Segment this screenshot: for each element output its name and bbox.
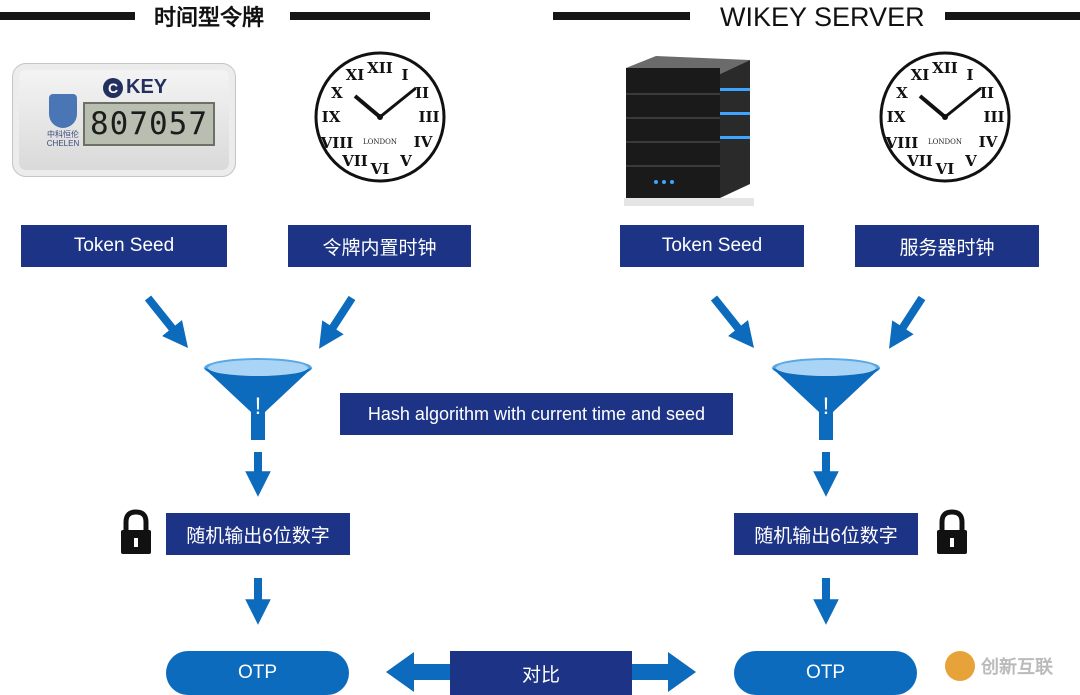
arrow-icon: [710, 295, 754, 348]
header-line: [553, 12, 690, 20]
svg-text:X: X: [896, 84, 908, 102]
svg-text:VII: VII: [906, 152, 933, 170]
token-brand-c: C: [103, 77, 123, 98]
lock-icon: [937, 509, 967, 554]
svg-text:V: V: [964, 152, 977, 170]
right-clock-label: 服务器时钟: [855, 225, 1039, 267]
right-title: WIKEY SERVER: [720, 2, 925, 32]
svg-text:VIII: VIII: [885, 134, 919, 152]
svg-text:IX: IX: [887, 108, 906, 126]
svg-text:XI: XI: [346, 66, 365, 84]
right-token-seed-label: Token Seed: [620, 225, 804, 267]
right-output-label: 随机输出6位数字: [734, 513, 918, 555]
watermark: 创新互联: [945, 651, 1053, 681]
svg-text:XII: XII: [932, 59, 958, 77]
svg-text:!: !: [823, 393, 830, 420]
svg-text:V: V: [399, 152, 412, 170]
left-output-label: 随机输出6位数字: [166, 513, 350, 555]
token-maker-en: CHELEN: [46, 139, 80, 148]
svg-text:IX: IX: [322, 108, 341, 126]
arrow-icon: [144, 295, 188, 348]
compare-arrow-right: [668, 652, 696, 692]
header-line: [0, 12, 135, 20]
token-display: 807057: [83, 102, 215, 146]
svg-text:I: I: [401, 66, 408, 84]
compare-label: 对比: [450, 651, 632, 695]
clock-maker: LONDON: [363, 138, 397, 146]
svg-text:X: X: [331, 84, 343, 102]
hash-algorithm-label: Hash algorithm with current time and see…: [340, 393, 733, 435]
funnel-icon: !: [772, 358, 880, 440]
svg-text:III: III: [983, 108, 1004, 126]
left-title: 时间型令牌: [154, 5, 265, 30]
header-line: [290, 12, 430, 20]
token-brand: C KEY: [103, 76, 167, 99]
svg-text:VII: VII: [341, 152, 368, 170]
token-brand-text: KEY: [126, 76, 168, 98]
svg-text:IV: IV: [979, 133, 998, 151]
token-maker: 中科恒伦: [47, 130, 79, 139]
token-device-icon: 中科恒伦 CHELEN C KEY 807057: [12, 63, 236, 177]
funnel-icon: !: [204, 358, 312, 440]
svg-text:II: II: [415, 84, 429, 102]
svg-text:VIII: VIII: [320, 134, 354, 152]
clock-maker: LONDON: [928, 138, 962, 146]
svg-text:VI: VI: [935, 160, 955, 178]
arrow-icon: [319, 295, 356, 349]
watermark-logo-icon: [945, 651, 975, 681]
svg-text:VI: VI: [370, 160, 390, 178]
svg-text:III: III: [418, 108, 439, 126]
svg-text:IV: IV: [414, 133, 433, 151]
svg-text:!: !: [255, 393, 262, 420]
lock-icon: [121, 509, 151, 554]
token-shield: [49, 94, 77, 128]
header-line: [945, 12, 1080, 20]
left-clock-label: 令牌内置时钟: [288, 225, 471, 267]
right-otp: OTP: [734, 651, 917, 695]
server-icon: [624, 56, 754, 206]
compare-arrow-left: [386, 652, 414, 692]
watermark-text: 创新互联: [981, 657, 1053, 677]
left-otp: OTP: [166, 651, 349, 695]
svg-text:XI: XI: [911, 66, 930, 84]
left-token-seed-label: Token Seed: [21, 225, 227, 267]
svg-text:II: II: [980, 84, 994, 102]
svg-text:XII: XII: [367, 59, 393, 77]
svg-text:I: I: [966, 66, 973, 84]
arrow-icon: [889, 295, 926, 349]
